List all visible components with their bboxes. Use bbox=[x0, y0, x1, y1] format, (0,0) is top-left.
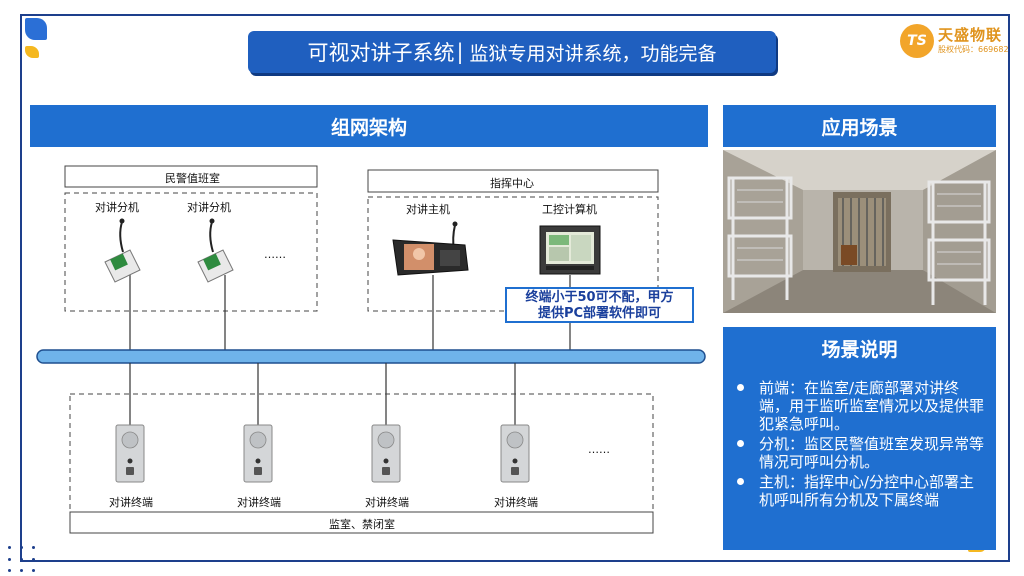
desk-extension-icon-2 bbox=[197, 218, 234, 283]
callout-note: 终端小于50可不配，甲方 提供PC部署软件即可 bbox=[505, 287, 694, 323]
section-header-application: 应用场景 bbox=[723, 105, 996, 147]
callout-line-2: 提供PC部署软件即可 bbox=[537, 306, 662, 321]
description-item-master: 主机：指挥中心/分控中心部署主机呼叫所有分机及下属终端 bbox=[737, 473, 984, 509]
duty-room-box bbox=[64, 165, 318, 188]
duty-room-label: 民警值班室 bbox=[165, 172, 220, 185]
title-main: 可视对讲子系统 bbox=[307, 41, 455, 65]
extension-more-label: …… bbox=[264, 248, 286, 261]
terminal-label-2: 对讲终端 bbox=[237, 496, 281, 509]
section-header-network: 组网架构 bbox=[30, 105, 708, 147]
master-station-label: 对讲主机 bbox=[406, 203, 450, 216]
callout-line-1: 终端小于50可不配，甲方 bbox=[525, 290, 674, 305]
industrial-pc-icon bbox=[539, 225, 601, 275]
logo-code: 股权代码：669682 bbox=[938, 45, 1009, 54]
scene-description-panel: 前端：在监室/走廊部署对讲终端，用于监听监室情况以及提供罪犯紧急呼叫。 分机：监… bbox=[723, 369, 996, 550]
logo-name: 天盛物联 bbox=[938, 26, 1003, 44]
title-separator: | bbox=[456, 40, 464, 64]
terminal-label-3: 对讲终端 bbox=[365, 496, 409, 509]
page-frame bbox=[20, 14, 1010, 562]
ipc-label: 工控计算机 bbox=[542, 203, 597, 216]
title-sub: 监狱专用对讲系统，功能完备 bbox=[469, 42, 717, 65]
command-center-label: 指挥中心 bbox=[490, 177, 534, 190]
terminal-label-1: 对讲终端 bbox=[109, 496, 153, 509]
cell-room-box bbox=[69, 511, 654, 534]
logo-mark: TS bbox=[900, 24, 934, 58]
desk-extension-icon-1 bbox=[104, 218, 141, 283]
page-title: 可视对讲子系统 | 监狱专用对讲系统，功能完备 bbox=[248, 31, 776, 73]
extension-label-1: 对讲分机 bbox=[95, 201, 139, 214]
master-station-icon bbox=[392, 221, 469, 276]
corner-decoration-blue bbox=[25, 18, 47, 40]
wall-terminal-icon-1 bbox=[115, 424, 145, 483]
cell-room-label: 监室、禁闭室 bbox=[329, 518, 395, 531]
description-item-extension: 分机：监区民警值班室发现异常等情况可呼叫分机。 bbox=[737, 435, 984, 471]
company-logo: TS 天盛物联 股权代码：669682 bbox=[900, 22, 1010, 60]
corner-decoration-yellow bbox=[25, 46, 39, 58]
command-center-box bbox=[367, 169, 659, 193]
wall-terminal-icon-4 bbox=[500, 424, 530, 483]
duty-room-group bbox=[64, 192, 318, 312]
terminal-group bbox=[69, 393, 654, 513]
terminal-more-label: …… bbox=[588, 443, 610, 456]
description-item-frontend: 前端：在监室/走廊部署对讲终端，用于监听监室情况以及提供罪犯紧急呼叫。 bbox=[737, 379, 984, 433]
dot-decoration bbox=[6, 544, 46, 572]
section-header-description: 场景说明 bbox=[723, 327, 996, 369]
terminal-label-4: 对讲终端 bbox=[494, 496, 538, 509]
wall-terminal-icon-2 bbox=[243, 424, 273, 483]
wall-terminal-icon-3 bbox=[371, 424, 401, 483]
prison-cell-photo bbox=[723, 150, 996, 313]
extension-label-2: 对讲分机 bbox=[187, 201, 231, 214]
network-bus bbox=[36, 349, 706, 364]
